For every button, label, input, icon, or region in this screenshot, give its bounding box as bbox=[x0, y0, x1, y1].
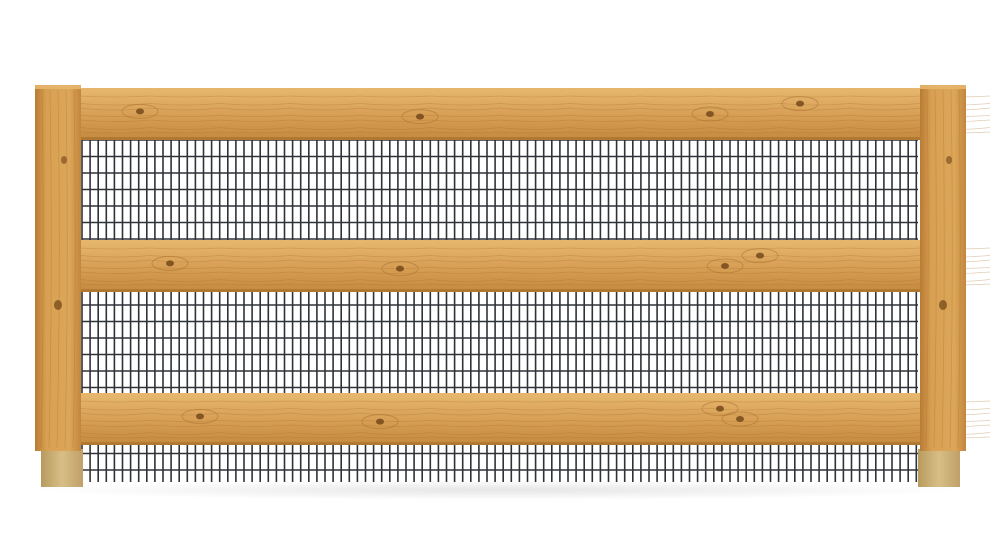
left-post-grain bbox=[48, 89, 52, 449]
wood-knot bbox=[706, 111, 714, 117]
wood-knot-ring bbox=[691, 106, 729, 122]
middle-rail-grain bbox=[79, 259, 991, 263]
wood-knot bbox=[416, 113, 424, 120]
wood-knot bbox=[196, 413, 204, 420]
bottom-rail-edge-shade bbox=[78, 442, 923, 445]
wood-knot-ring bbox=[151, 255, 189, 271]
bottom-rail-grain bbox=[79, 424, 991, 427]
wood-knot bbox=[54, 300, 62, 310]
middle-rail-grain bbox=[79, 279, 991, 282]
middle-rail-board bbox=[78, 240, 923, 292]
bottom-rail-grain bbox=[79, 436, 991, 439]
wood-knot-ring bbox=[401, 109, 439, 125]
bottom-rail-highlight bbox=[78, 393, 923, 396]
wood-knot bbox=[396, 265, 404, 272]
middle-rail-highlight bbox=[78, 240, 923, 243]
fence-posts bbox=[35, 85, 966, 451]
right-post-grain bbox=[933, 89, 937, 449]
wood-knot bbox=[756, 252, 764, 259]
left-post-grain bbox=[72, 89, 76, 449]
right-post-body bbox=[920, 85, 966, 451]
bottom-rail-grain bbox=[79, 412, 991, 416]
middle-rail-edge-shade bbox=[78, 289, 923, 292]
wood-knot bbox=[61, 156, 67, 164]
bottom-rail bbox=[78, 393, 991, 445]
right-post-grain bbox=[957, 89, 961, 449]
bottom-rail-board bbox=[78, 393, 923, 445]
top-rail-grain bbox=[79, 95, 991, 98]
middle-rail-grain bbox=[79, 247, 991, 250]
right-post-top bbox=[920, 85, 966, 89]
wood-knot bbox=[136, 108, 144, 115]
wood-knot-ring bbox=[121, 103, 159, 119]
wood-knot bbox=[796, 100, 804, 107]
right-post-grain bbox=[941, 89, 945, 449]
right-post-grain bbox=[925, 89, 929, 449]
wood-knot bbox=[166, 260, 174, 267]
top-rail-grain bbox=[79, 119, 991, 122]
wood-knot bbox=[376, 418, 384, 425]
middle-rail-grain bbox=[79, 267, 991, 269]
top-rail bbox=[78, 88, 991, 140]
left-post-body bbox=[35, 85, 81, 451]
wood-knot bbox=[721, 263, 729, 269]
middle-rail-grain bbox=[79, 255, 991, 258]
wood-knot-ring bbox=[721, 411, 759, 427]
wood-knot-ring bbox=[381, 261, 419, 277]
bottom-rail-grain bbox=[79, 408, 991, 411]
top-rail-grain bbox=[79, 103, 991, 106]
right-post-footing bbox=[918, 449, 960, 487]
ground-shadow bbox=[30, 480, 970, 500]
left-post-grain bbox=[40, 89, 44, 449]
left-post-footing bbox=[41, 449, 83, 487]
wood-knot bbox=[736, 416, 744, 422]
fence-rails bbox=[78, 88, 991, 445]
top-rail-highlight bbox=[78, 88, 923, 91]
wood-knot-ring bbox=[361, 414, 399, 430]
top-rail-grain bbox=[79, 107, 991, 111]
bottom-rail-grain bbox=[79, 400, 991, 403]
top-rail-grain bbox=[79, 127, 991, 130]
bottom-rail-grain bbox=[79, 432, 991, 435]
wood-knot-ring bbox=[706, 258, 744, 274]
wood-knot-ring bbox=[701, 401, 739, 417]
left-post-grain bbox=[56, 89, 60, 449]
middle-rail-grain bbox=[79, 271, 991, 274]
left-post-grain bbox=[64, 89, 68, 449]
right-post-grain bbox=[949, 89, 953, 449]
middle-rail-grain bbox=[79, 283, 991, 286]
wood-knot-ring bbox=[181, 408, 219, 424]
top-rail-board bbox=[78, 88, 923, 140]
right-post bbox=[920, 85, 966, 451]
top-rail-grain bbox=[79, 115, 991, 117]
left-post-top bbox=[35, 85, 81, 89]
wood-knot bbox=[946, 156, 952, 164]
wood-knot-ring bbox=[741, 248, 779, 264]
left-post bbox=[35, 85, 81, 451]
top-rail-edge-shade bbox=[78, 137, 923, 140]
bottom-rail-grain bbox=[79, 420, 991, 422]
wood-knot bbox=[939, 300, 947, 310]
wood-knot bbox=[716, 405, 724, 412]
top-rail-grain bbox=[79, 131, 991, 134]
wood-knot-ring bbox=[781, 96, 819, 112]
middle-rail bbox=[78, 240, 991, 292]
post-footings bbox=[41, 449, 960, 487]
